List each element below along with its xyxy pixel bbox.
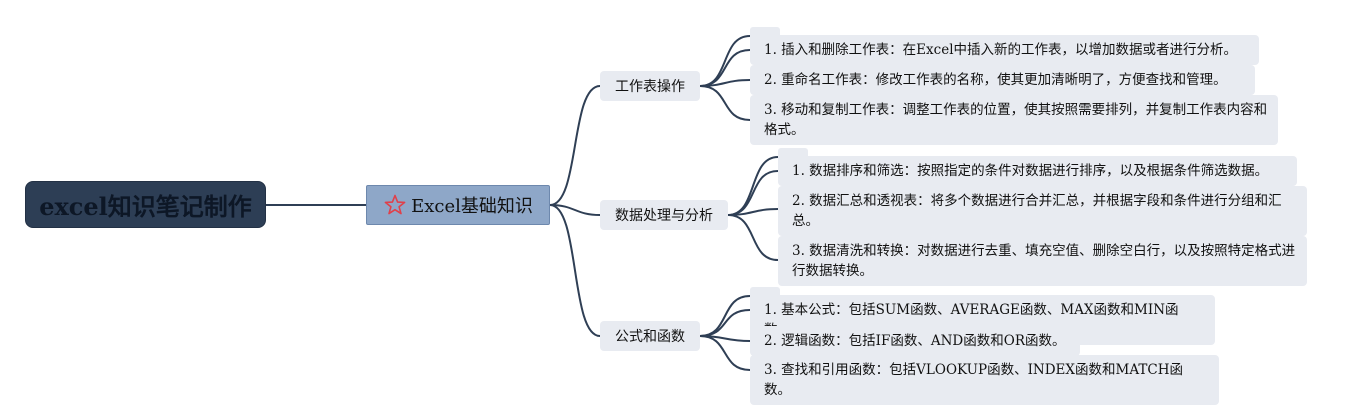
link-b2-leaf-1 [727, 170, 779, 216]
link-topic-branch-2 [549, 204, 601, 216]
branch-node-worksheet-ops[interactable]: 工作表操作 [600, 71, 700, 101]
link-topic-branch-3 [549, 204, 601, 337]
topic-label: Excel基础知识 [411, 196, 533, 217]
link-b1-leaf-2 [699, 79, 751, 87]
link-topic-branch-1 [549, 85, 601, 206]
link-b2-leaf-3 [727, 214, 779, 261]
leaf-text: 1. 数据排序和筛选：按照指定的条件对数据进行排序，以及根据条件筛选数据。 [792, 163, 1269, 179]
link-b3-leaf-3 [699, 335, 751, 371]
link-b2-leaf-2 [727, 208, 779, 216]
branch-label: 工作表操作 [615, 79, 685, 95]
branch-label: 数据处理与分析 [615, 208, 713, 224]
link-b1-leaf-3 [699, 85, 751, 121]
leaf-text: 2. 逻辑函数：包括IF函数、AND函数和OR函数。 [764, 333, 1066, 349]
leaf-node[interactable]: 3. 移动和复制工作表：调整工作表的位置，使其按照需要排列，并复制工作表内容和格… [750, 95, 1278, 145]
leaf-node[interactable]: 2. 重命名工作表：修改工作表的名称，使其更加清晰明了，方便查找和管理。 [750, 65, 1255, 95]
link-b2-stub [727, 156, 779, 216]
leaf-node[interactable]: 1. 数据排序和筛选：按照指定的条件对数据进行排序，以及根据条件筛选数据。 [778, 156, 1297, 186]
leaf-text: 3. 查找和引用函数：包括VLOOKUP函数、INDEX函数和MATCH函数。 [764, 362, 1183, 398]
root-node[interactable]: excel知识笔记制作 [25, 181, 266, 228]
root-label: excel知识笔记制作 [39, 192, 252, 221]
topic-node[interactable]: Excel基础知识 [366, 185, 550, 225]
link-b1-stub [699, 35, 751, 87]
branch-label: 公式和函数 [615, 329, 685, 345]
branch-node-data-processing[interactable]: 数据处理与分析 [600, 200, 728, 230]
leaf-text: 3. 数据清洗和转换：对数据进行去重、填充空值、删除空白行，以及按照特定格式进行… [792, 243, 1296, 279]
leaf-node[interactable]: 2. 逻辑函数：包括IF函数、AND函数和OR函数。 [750, 326, 1080, 356]
leaf-text: 1. 插入和删除工作表：在Excel中插入新的工作表，以增加数据或者进行分析。 [764, 42, 1238, 58]
leaf-node[interactable]: 3. 数据清洗和转换：对数据进行去重、填充空值、删除空白行，以及按照特定格式进行… [778, 236, 1307, 286]
leaf-text: 2. 重命名工作表：修改工作表的名称，使其更加清晰明了，方便查找和管理。 [764, 72, 1227, 88]
leaf-text: 3. 移动和复制工作表：调整工作表的位置，使其按照需要排列，并复制工作表内容和格… [764, 102, 1268, 138]
leaf-text: 2. 数据汇总和透视表：将多个数据进行合并汇总，并根据字段和条件进行分组和汇总。 [792, 193, 1282, 229]
leaf-node[interactable]: 3. 查找和引用函数：包括VLOOKUP函数、INDEX函数和MATCH函数。 [750, 355, 1219, 405]
star-icon [384, 194, 406, 215]
branch-node-formulas[interactable]: 公式和函数 [600, 321, 700, 351]
leaf-node[interactable]: 2. 数据汇总和透视表：将多个数据进行合并汇总，并根据字段和条件进行分组和汇总。 [778, 186, 1307, 236]
leaf-node[interactable]: 1. 插入和删除工作表：在Excel中插入新的工作表，以增加数据或者进行分析。 [750, 35, 1259, 65]
link-b3-stub [699, 295, 751, 337]
